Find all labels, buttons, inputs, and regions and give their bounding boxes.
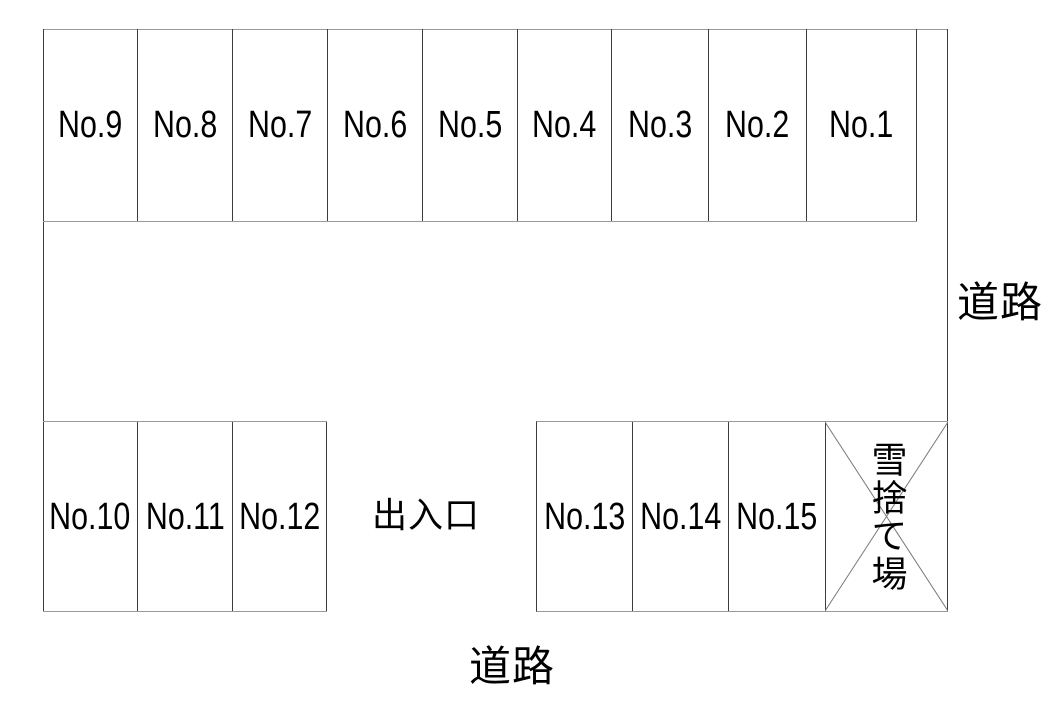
stall-label: No.9 [57, 104, 123, 146]
parking-stall-no9: No.9 [43, 29, 138, 221]
parking-stall-no8: No.8 [138, 29, 233, 221]
stall-label: No.4 [532, 104, 597, 146]
stall-label: No.6 [342, 104, 408, 146]
snow-dump-label: 雪捨て場 [866, 440, 908, 593]
entrance-label: 出入口 [371, 496, 481, 536]
stall-row-bottom-right: No.13 No.14 No.15 [536, 421, 826, 612]
stall-label: No.5 [437, 104, 503, 146]
stall-row-bottom-left: No.10 No.11 No.12 [43, 421, 327, 612]
parking-stall-no2: No.2 [709, 29, 807, 221]
stall-label: No.11 [145, 495, 225, 538]
parking-stall-no6: No.6 [328, 29, 423, 221]
stall-label: No.13 [543, 495, 626, 538]
stall-label: No.3 [627, 104, 693, 146]
parking-stall-no14: No.14 [633, 422, 729, 611]
stall-label: No.15 [736, 495, 818, 538]
stall-label: No.10 [49, 495, 131, 538]
parking-stall-no10: No.10 [43, 422, 138, 611]
boundary-left-line [43, 29, 44, 612]
parking-stall-no3: No.3 [612, 29, 709, 221]
boundary-top-line [43, 29, 948, 30]
parking-stall-no5: No.5 [423, 29, 518, 221]
road-label-right: 道路 [956, 279, 1044, 326]
boundary-right-line [947, 29, 948, 612]
parking-stall-no15: No.15 [729, 422, 826, 611]
snow-dump-area: 雪捨て場 [825, 421, 948, 612]
snow-area-cross-icon [825, 422, 948, 611]
stall-label: No.7 [247, 104, 313, 146]
stall-label: No.2 [725, 104, 790, 146]
stall-label: No.1 [829, 104, 894, 146]
stall-label: No.14 [639, 495, 722, 538]
parking-stall-no4: No.4 [518, 29, 612, 221]
parking-stall-no1: No.1 [807, 29, 917, 221]
stall-row-top: No.9 No.8 No.7 No.6 No.5 No.4 No.3 No.2 … [43, 29, 917, 222]
parking-stall-no12: No.12 [233, 422, 327, 611]
stall-label: No.8 [152, 104, 218, 146]
parking-stall-no7: No.7 [233, 29, 328, 221]
stall-label: No.12 [238, 495, 321, 538]
parking-stall-no11: No.11 [138, 422, 233, 611]
road-label-bottom: 道路 [468, 643, 556, 690]
parking-stall-no13: No.13 [537, 422, 633, 611]
